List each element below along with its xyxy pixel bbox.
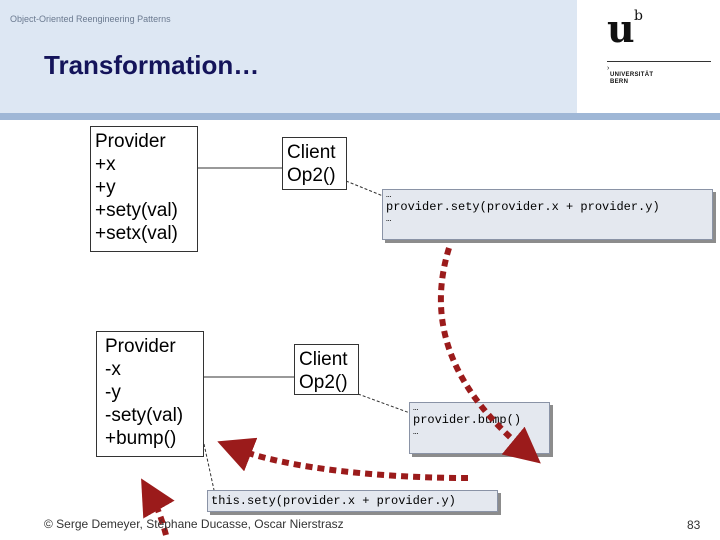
class-line: Client (287, 142, 336, 163)
class-line: +x (95, 154, 116, 175)
moved-code-note: this.sety(provider.x + provider.y) (207, 490, 498, 512)
client-class-before: Client Op2() (282, 137, 347, 190)
note-line: … (413, 403, 419, 413)
slide-title: Transformation… (44, 50, 260, 80)
code-note-before: … provider.sety(provider.x + provider.y)… (382, 189, 713, 240)
logo-divider (607, 61, 711, 62)
note-line: provider.bump() (413, 413, 522, 427)
logo-text: UNIVERSITÄT BERN (610, 72, 653, 86)
arrow-sety-to-bump (437, 247, 541, 464)
logo-mark: u (607, 6, 635, 51)
client-class-after: Client Op2() (294, 344, 359, 395)
arrow-bump-to-provider (217, 437, 469, 481)
note-anchor-before (345, 180, 384, 197)
provider-class-before: Provider +x +y +sety(val) +setx(val) (90, 126, 198, 252)
class-line: +y (95, 177, 116, 198)
class-line: -y (105, 382, 121, 403)
note-anchor-moved (203, 443, 215, 491)
note-line: provider.sety(provider.x + provider.y) (386, 200, 660, 214)
footer-credits: © Serge Demeyer, Stéphane Ducasse, Oscar… (44, 517, 344, 531)
class-line: Provider (95, 131, 166, 152)
class-line: +setx(val) (95, 223, 178, 244)
note-line: this.sety(provider.x + provider.y) (211, 494, 456, 508)
class-line: Op2() (299, 372, 348, 393)
note-line: … (413, 427, 419, 437)
logo-text-line: BERN (610, 79, 629, 85)
note-anchor-after (357, 393, 411, 414)
class-line: Op2() (287, 165, 336, 186)
course-title: Object-Oriented Reengineering Patterns (10, 14, 171, 24)
class-line: -x (105, 359, 121, 380)
class-line: -sety(val) (105, 405, 184, 426)
provider-class-after: Provider -x -y -sety(val) +bump() (96, 331, 204, 457)
header-band (0, 0, 577, 113)
note-line: … (386, 190, 392, 200)
class-line: +bump() (105, 428, 177, 449)
logo-superscript: b (634, 8, 643, 24)
arrow-to-moved-code (141, 478, 175, 536)
class-line: Client (299, 349, 348, 370)
class-line: Provider (105, 336, 176, 357)
page-number: 83 (687, 518, 701, 532)
note-line: … (386, 214, 392, 224)
header-stripe (0, 113, 720, 120)
logo-text-line: UNIVERSITÄT (610, 72, 654, 78)
class-line: +sety(val) (95, 200, 178, 221)
logo-small-mark: › (607, 65, 610, 72)
